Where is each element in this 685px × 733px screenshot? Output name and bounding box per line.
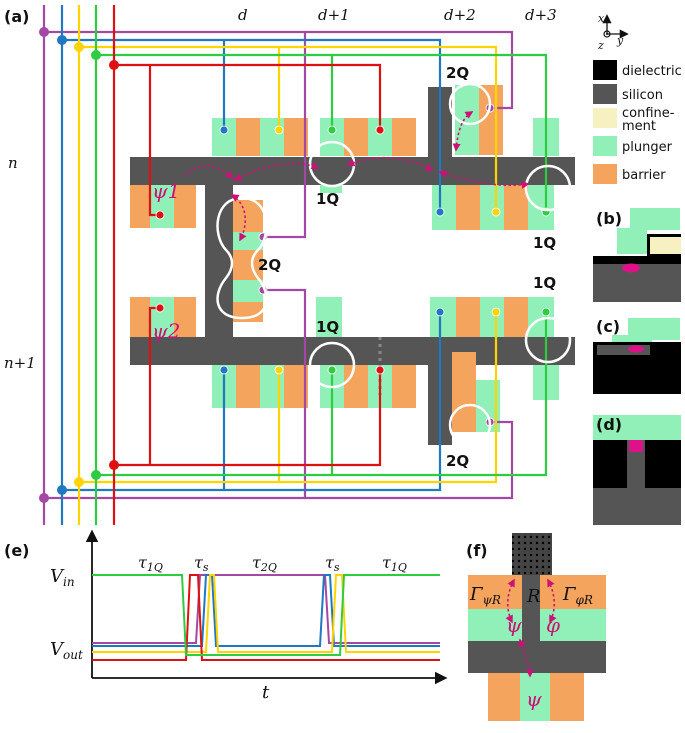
reservoir xyxy=(512,533,552,575)
axis-x-label: x xyxy=(598,12,605,25)
tau-s-left: τs xyxy=(194,553,209,574)
panel-a-label: (a) xyxy=(4,7,29,26)
tau-2q: τ2Q xyxy=(252,553,277,574)
legend-confinement-2: ment xyxy=(622,119,656,134)
column-label-d: d xyxy=(238,6,248,24)
panel-b-label: (b) xyxy=(596,209,622,228)
psi-lower-label: ψ xyxy=(526,687,542,711)
bus-junctions xyxy=(39,27,119,503)
label-2q-top: 2Q xyxy=(446,64,469,82)
panel-d: (d) xyxy=(593,415,681,525)
gate-row-top xyxy=(212,85,559,156)
column-label-d2: d+2 xyxy=(444,6,476,24)
label-1q-bottom: 1Q xyxy=(316,318,339,336)
column-label-d1: d+1 xyxy=(318,6,350,24)
voltage-traces xyxy=(92,574,440,661)
legend-dielectric: dielectric xyxy=(622,64,682,79)
panel-f-arrows xyxy=(505,578,557,678)
panel-f: (f) ΓψR ΓφR R ψ φ ψ xyxy=(466,533,606,721)
legend-confinement: confine- xyxy=(622,106,675,121)
vout-label: Vout xyxy=(50,639,83,662)
panel-d-label: (d) xyxy=(596,415,622,434)
psi-label: ψ xyxy=(506,613,522,637)
tau-1q-left: τ1Q xyxy=(138,553,163,574)
legend-swatch-barrier xyxy=(593,164,617,184)
label-2q-bottom: 2Q xyxy=(446,452,469,470)
panel-e: (e) Vin Vout t τ1Q τs τ2Q τs τ1Q xyxy=(4,529,448,703)
legend-swatch-silicon xyxy=(593,84,617,104)
panel-f-label: (f) xyxy=(466,541,488,560)
gate-contacts xyxy=(155,103,551,427)
gate-row-top-lower xyxy=(130,185,554,230)
axis-y-label: y xyxy=(616,34,624,47)
legend-barrier: barrier xyxy=(622,168,666,183)
legend-plunger: plunger xyxy=(622,140,673,155)
legend-swatch-confinement xyxy=(593,108,617,128)
column-label-d3: d+3 xyxy=(525,6,557,24)
axes-indicator: x y z xyxy=(597,12,629,52)
label-1q-top: 1Q xyxy=(316,190,339,208)
axis-z-label: z xyxy=(597,39,604,52)
psi2-label: ψ2 xyxy=(152,319,180,343)
legend: dielectric silicon confine- ment plunger… xyxy=(593,60,682,184)
tau-1q-right: τ1Q xyxy=(382,553,407,574)
psi1-label: ψ1 xyxy=(152,179,180,203)
vin-label: Vin xyxy=(50,566,75,589)
row-label-n1: n+1 xyxy=(4,354,36,372)
tunnel-arrows xyxy=(184,111,530,242)
panel-e-label: (e) xyxy=(4,541,29,560)
row-label-n: n xyxy=(8,154,18,172)
label-1q-right-top: 1Q xyxy=(533,234,556,252)
tau-s-right: τs xyxy=(325,553,340,574)
panel-c-label: (c) xyxy=(596,317,620,336)
gamma-phi-r: ΓφR xyxy=(562,584,593,607)
legend-swatch-dielectric xyxy=(593,60,617,80)
label-2q-coupler: 2Q xyxy=(258,256,281,274)
phi-label: φ xyxy=(546,613,560,637)
label-1q-right-bottom: 1Q xyxy=(533,274,556,292)
legend-swatch-plunger xyxy=(593,136,617,156)
legend-silicon: silicon xyxy=(622,88,663,103)
panel-c: (c) xyxy=(593,317,681,394)
time-axis-label: t xyxy=(262,682,270,703)
reservoir-label: R xyxy=(526,586,541,607)
panel-a: (a) d d+1 d+2 d+3 n n+1 2Q 1Q 1Q 2Q 1Q 1… xyxy=(4,5,575,525)
panel-b: (b) xyxy=(593,208,681,302)
gamma-psi-r: ΓψR xyxy=(469,584,501,607)
